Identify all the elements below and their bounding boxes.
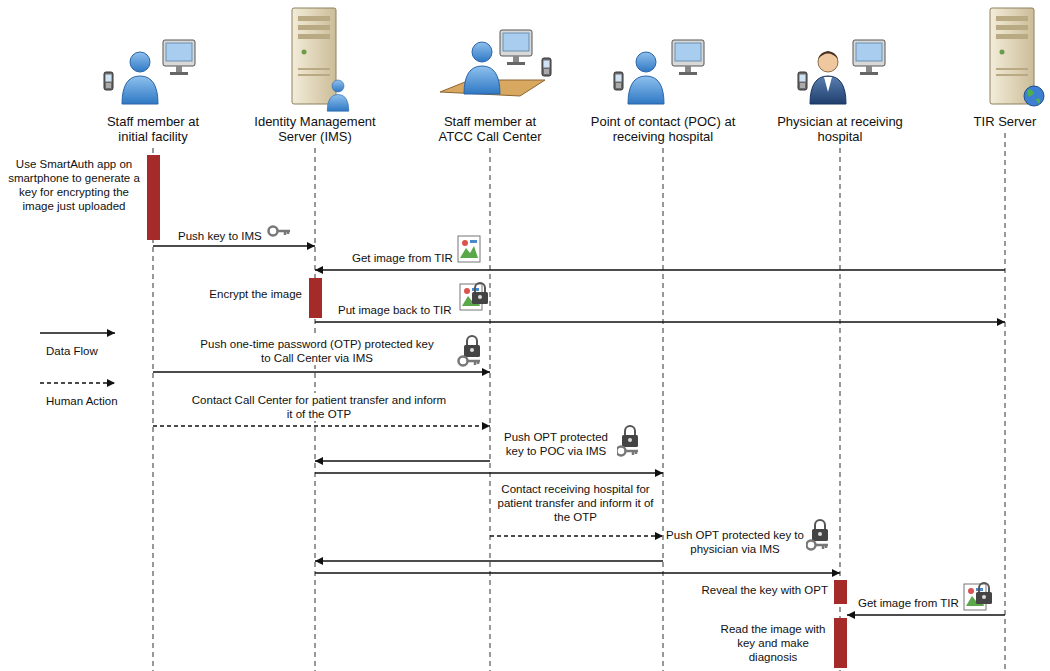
person-icon xyxy=(327,80,349,111)
key-icon xyxy=(807,541,829,550)
legend-sample xyxy=(40,382,115,383)
legend-text: Human Action xyxy=(46,395,118,407)
lifeline-head: Staff member at initial facility xyxy=(97,114,209,144)
data-flow-arrow xyxy=(315,460,490,461)
message-label: Push one-time password (OTP) protected k… xyxy=(192,337,442,365)
message-label: Push key to IMS xyxy=(176,229,264,243)
message-label: Push OPT protected key to POC via IMS xyxy=(495,430,617,458)
lock-icon xyxy=(622,426,638,447)
monitor-icon xyxy=(163,40,195,75)
data-flow-arrow xyxy=(153,371,490,372)
legend-sample xyxy=(40,332,115,333)
globe-icon xyxy=(1024,86,1044,106)
key-icon xyxy=(617,447,639,456)
legend-entry: Data Flow xyxy=(44,344,100,358)
data-flow-arrow xyxy=(315,321,1005,322)
phone-icon xyxy=(104,72,113,90)
lock-icon xyxy=(976,583,992,604)
actor-name: TIR Server xyxy=(965,114,1045,129)
message-label: Contact Call Center for patient transfer… xyxy=(188,393,450,421)
image-icon xyxy=(458,236,480,262)
actor-name: Point of contact (POC) at receiving hosp… xyxy=(590,114,736,144)
phone-icon xyxy=(542,58,551,76)
monitor-icon xyxy=(853,40,885,75)
data-flow-arrow xyxy=(847,614,1005,615)
message-label: Get image from TIR xyxy=(856,596,961,610)
data-flow-arrow xyxy=(153,245,315,246)
activation-bar xyxy=(309,278,322,318)
phone-icon xyxy=(614,72,623,90)
lifelines xyxy=(153,133,1005,671)
message-label: Push OPT protected key to physician via … xyxy=(664,528,806,556)
physician-icon xyxy=(810,51,846,104)
person-icon xyxy=(628,52,664,104)
message-label: Get image from TIR xyxy=(350,251,455,265)
data-flow-arrow xyxy=(315,560,663,561)
person-icon xyxy=(464,42,500,94)
lifeline-head: Staff member at ATCC Call Center xyxy=(429,114,551,144)
server-icon xyxy=(292,8,336,104)
actor-name: Physician at receiving hospital xyxy=(772,114,908,144)
legend-entry: Human Action xyxy=(44,394,120,408)
lock-icon xyxy=(812,520,828,541)
action-note: Reveal the key with OPT xyxy=(672,583,830,597)
lifeline xyxy=(1005,133,1006,671)
key-icon xyxy=(269,227,291,236)
human-action-arrow xyxy=(490,535,663,536)
person-icon xyxy=(122,52,158,104)
lock-icon xyxy=(464,336,480,357)
lifeline xyxy=(663,148,664,671)
monitor-icon xyxy=(500,30,532,65)
lifeline-head: Point of contact (POC) at receiving hosp… xyxy=(588,114,738,144)
lifeline-head: TIR Server xyxy=(963,114,1047,129)
activation-bar xyxy=(834,580,847,604)
lifeline-head: Identity Management Server (IMS) xyxy=(245,114,385,144)
actor-name: Identity Management Server (IMS) xyxy=(247,114,383,144)
lifeline-head: Physician at receiving hospital xyxy=(770,114,910,144)
activation-bar xyxy=(147,155,160,240)
action-note: Encrypt the image xyxy=(196,287,304,301)
phone-icon xyxy=(798,72,807,90)
action-note: Read the image with key and make diagnos… xyxy=(716,622,830,664)
data-flow-arrow xyxy=(315,269,1005,270)
monitor-icon xyxy=(672,40,704,75)
action-note: Use SmartAuth app on smartphone to gener… xyxy=(4,157,144,213)
human-action-arrow xyxy=(153,425,490,426)
actor-name: Staff member at initial facility xyxy=(99,114,207,144)
message-label: Contact receiving hospital for patient t… xyxy=(493,482,658,524)
data-flow-arrow xyxy=(315,472,663,473)
lifeline xyxy=(490,148,491,671)
key-icon xyxy=(459,357,481,366)
legend-text: Data Flow xyxy=(46,345,98,357)
activation-bar xyxy=(834,618,847,668)
actor-name: Staff member at ATCC Call Center xyxy=(431,114,549,144)
data-flow-arrow xyxy=(315,572,840,573)
lock-icon xyxy=(472,283,488,304)
message-label: Put image back to TIR xyxy=(336,303,454,317)
